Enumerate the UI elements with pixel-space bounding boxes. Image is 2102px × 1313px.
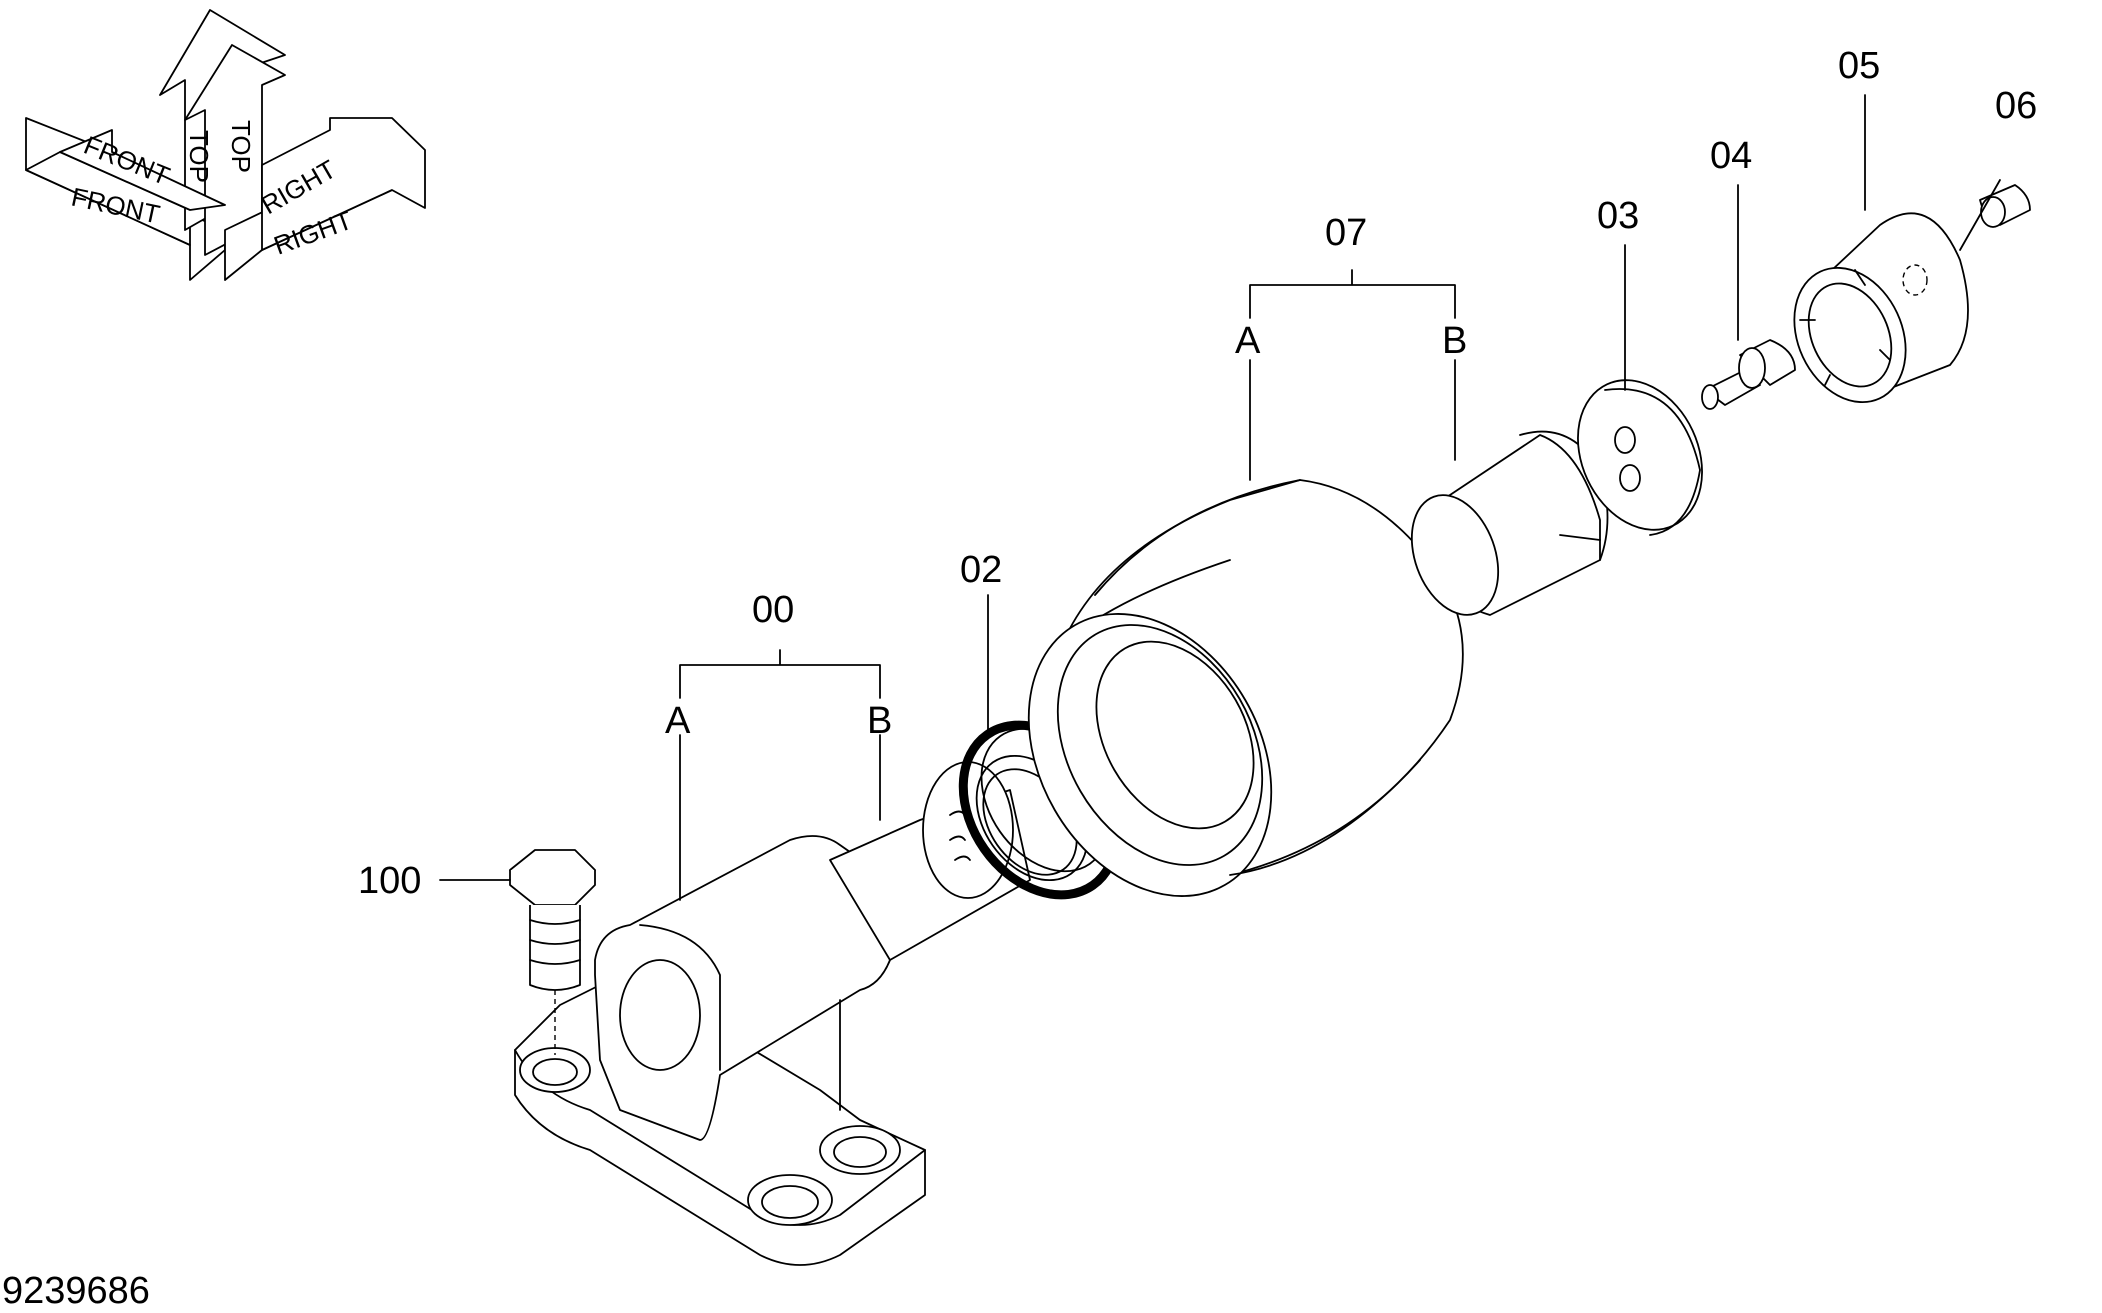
callout-07: 07 [1325, 212, 1367, 254]
screw [1701, 339, 1796, 410]
callout-03: 03 [1597, 195, 1639, 237]
callout-02: 02 [960, 549, 1002, 591]
plug [1979, 184, 2031, 228]
callout-06: 06 [1995, 85, 2037, 127]
callout-07-a: A [1235, 320, 1261, 362]
end-cover [1793, 212, 1969, 404]
callout-00-b: B [867, 700, 892, 742]
drawing-number: 9239686 [2, 1270, 150, 1312]
orientation-top-label: TOP [184, 130, 214, 183]
roller-bracket-shaft [514, 761, 1031, 1266]
leader-lines [439, 94, 2001, 901]
callout-00-a: A [665, 700, 691, 742]
bolt [509, 849, 596, 1055]
orientation-top-label-back: TOP [226, 120, 256, 173]
roller [1027, 479, 1464, 897]
callout-05: 05 [1838, 45, 1880, 87]
callout-04: 04 [1710, 135, 1752, 177]
callout-07-b: B [1442, 320, 1467, 362]
callout-100: 100 [358, 860, 421, 902]
thrust-plate [1577, 379, 1703, 536]
callout-00: 00 [752, 589, 794, 631]
orientation-indicator: FRONT FRONT TOP TOP RIGHT RIGHT [25, 9, 426, 281]
